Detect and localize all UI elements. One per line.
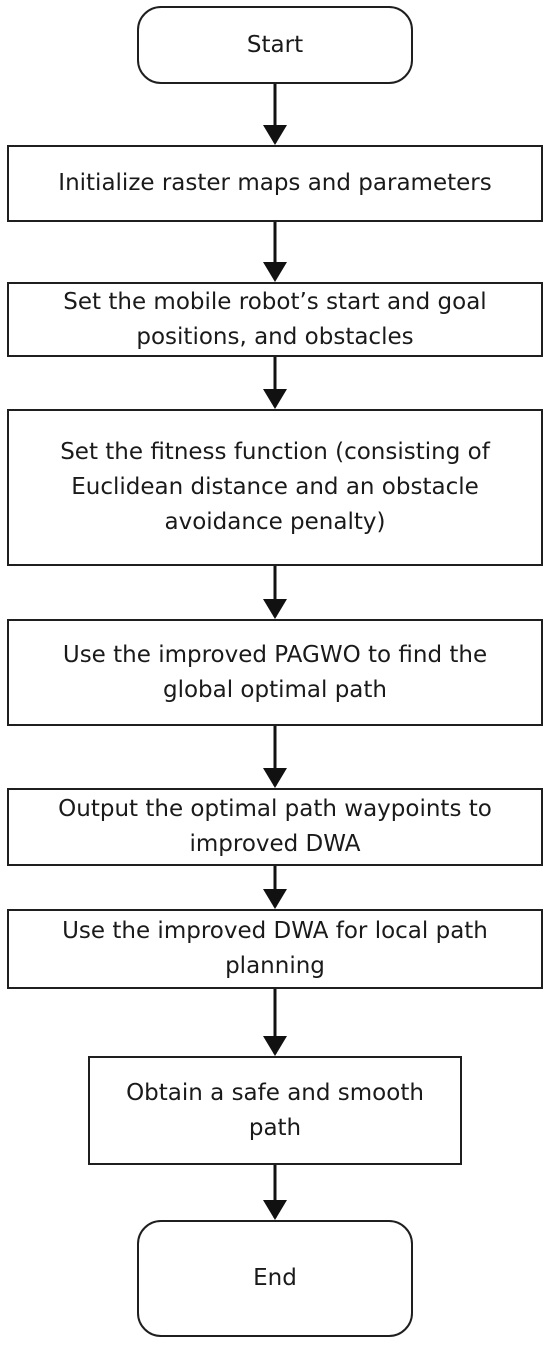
step-output-waypoints-text: Output the optimal path waypoints to imp…	[58, 792, 492, 862]
step-initialize-maps: Initialize raster maps and parameters	[7, 145, 543, 222]
step-set-start-goal-line-2: positions, and obstacles	[136, 323, 414, 350]
step-fitness-function-text: Set the fitness function (consisting of …	[60, 435, 490, 540]
step-output-waypoints: Output the optimal path waypoints to imp…	[7, 788, 543, 866]
step-set-start-goal-text: Set the mobile robot’s start and goal po…	[63, 285, 486, 355]
connector-step-5-to-step-6	[263, 866, 287, 909]
step-local-path-planning: Use the improved DWA for local path plan…	[7, 909, 543, 989]
step-output-waypoints-line-1: Output the optimal path waypoints to	[58, 796, 492, 822]
end-label: End	[253, 1265, 297, 1291]
step-safe-smooth-path: Obtain a safe and smooth path	[88, 1056, 462, 1165]
connector-step-2-to-step-3	[263, 357, 287, 409]
start-terminal: Start	[137, 6, 413, 84]
step-safe-smooth-path-line-2: path	[248, 1114, 302, 1141]
step-safe-smooth-path-text: Obtain a safe and smooth path	[126, 1076, 424, 1146]
start-label: Start	[246, 31, 304, 58]
step-local-path-planning-line-2: planning	[225, 953, 325, 979]
step-set-start-goal: Set the mobile robot’s start and goal po…	[7, 282, 543, 357]
connector-step-1-to-step-2	[263, 222, 287, 282]
step-improved-pagwo-line-1: Use the improved PAGWO to find the	[62, 641, 488, 668]
end-terminal: End	[137, 1220, 413, 1337]
step-local-path-planning-line-1: Use the improved DWA for local path	[62, 918, 488, 944]
step-fitness-function: Set the fitness function (consisting of …	[7, 409, 543, 566]
step-improved-pagwo-line-2: global optimal path	[162, 676, 387, 703]
step-safe-smooth-path-line-1: Obtain a safe and smooth	[126, 1079, 424, 1106]
step-fitness-function-line-1: Set the fitness function (consisting of	[60, 439, 490, 465]
step-set-start-goal-line-1: Set the mobile robot’s start and goal	[63, 288, 487, 315]
step-initialize-maps-text: Initialize raster maps and parameters	[58, 166, 491, 201]
connector-step-4-to-step-5	[263, 726, 287, 788]
step-local-path-planning-text: Use the improved DWA for local path plan…	[62, 914, 488, 984]
connector-step-3-to-step-4	[263, 566, 287, 619]
step-fitness-function-line-2: Euclidean distance and an obstacle	[71, 474, 479, 500]
step-improved-pagwo: Use the improved PAGWO to find the globa…	[7, 619, 543, 726]
connector-step-7-to-end	[263, 1165, 287, 1220]
connector-step-6-to-step-7	[263, 989, 287, 1056]
step-improved-pagwo-text: Use the improved PAGWO to find the globa…	[63, 638, 487, 708]
step-fitness-function-line-3: avoidance penalty)	[164, 509, 386, 535]
step-initialize-maps-line-1: Initialize raster maps and parameters	[58, 170, 492, 196]
connector-start-to-step-1	[263, 84, 287, 145]
step-output-waypoints-line-2: improved DWA	[189, 831, 361, 857]
